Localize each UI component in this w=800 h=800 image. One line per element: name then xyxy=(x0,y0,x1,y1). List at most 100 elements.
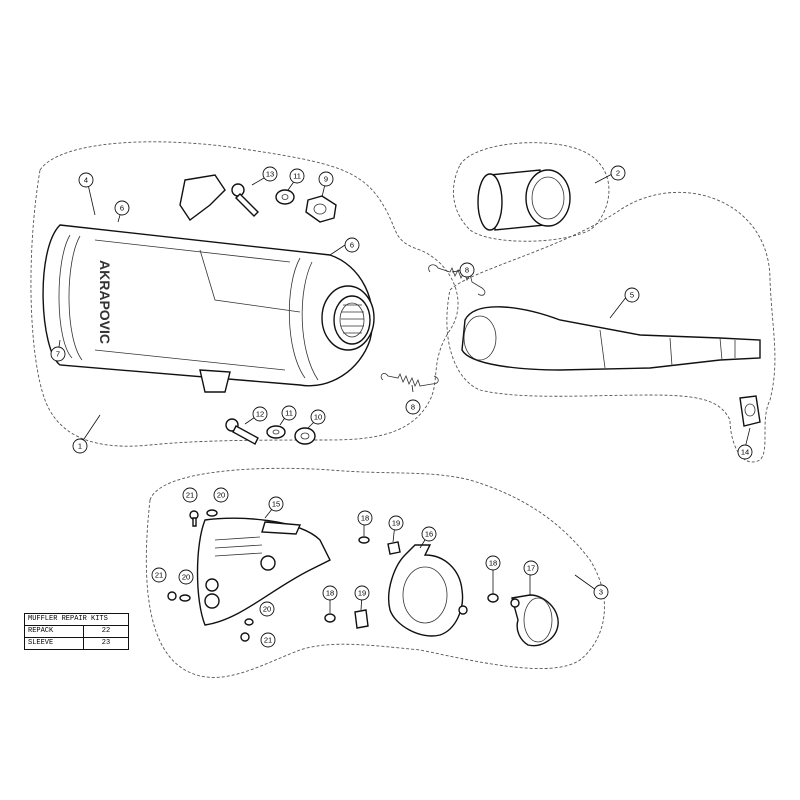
callout-3: 3 xyxy=(593,584,609,600)
callout-18-right: 18 xyxy=(485,555,501,571)
callout-5: 5 xyxy=(624,287,640,303)
callout-16: 16 xyxy=(421,526,437,542)
washer-11-lower xyxy=(266,425,286,439)
washer-20-left xyxy=(179,594,191,602)
washer-18-right xyxy=(487,593,499,603)
callout-15: 15 xyxy=(268,496,284,512)
callout-11-upper: 11 xyxy=(289,168,305,184)
muffler-body: AKRAPOVIC xyxy=(42,174,375,393)
callout-19-left: 19 xyxy=(354,585,370,601)
callout-6-left: 6 xyxy=(114,200,130,216)
clamp-17 xyxy=(510,594,559,647)
callout-2: 2 xyxy=(610,165,626,181)
callout-21-right: 21 xyxy=(260,632,276,648)
group-outline-muffler xyxy=(30,141,459,447)
callout-13: 13 xyxy=(262,166,278,182)
brand-logo: AKRAPOVIC xyxy=(97,260,113,344)
callout-6-right: 6 xyxy=(344,237,360,253)
washer-18-upper xyxy=(358,536,370,544)
callout-18-upper: 18 xyxy=(357,510,373,526)
callout-7: 7 xyxy=(50,346,66,362)
nut-19-upper xyxy=(387,541,401,555)
table-row: SLEEVE 23 xyxy=(24,637,129,650)
callout-9: 9 xyxy=(318,171,334,187)
kit-part-number: 23 xyxy=(83,637,129,650)
washer-20-upper xyxy=(206,509,218,517)
washer-11-upper xyxy=(275,189,295,205)
group-outline-heatshield xyxy=(145,467,605,678)
link-sleeve xyxy=(477,169,571,231)
svg-text:5: 5 xyxy=(630,291,634,300)
callout-14: 14 xyxy=(737,444,753,460)
bracket-16 xyxy=(388,544,468,637)
spring-lower xyxy=(380,373,439,387)
callouts: 4 6 6 7 1 2 5 8 8 13 11 9 12 11 10 14 21… xyxy=(50,165,753,648)
svg-text:17: 17 xyxy=(527,564,535,573)
svg-text:21: 21 xyxy=(155,571,163,580)
repair-kits-header-row: MUFFLER REPAIR KITS xyxy=(24,613,129,626)
callout-18-left: 18 xyxy=(322,585,338,601)
mid-pipe xyxy=(461,306,761,371)
screw-21-right xyxy=(240,632,250,642)
svg-text:11: 11 xyxy=(285,409,293,418)
group-outline-link xyxy=(453,142,610,242)
svg-text:15: 15 xyxy=(272,500,280,509)
nut-19-left xyxy=(354,609,369,629)
svg-text:18: 18 xyxy=(361,514,369,523)
callout-21-upper: 21 xyxy=(182,487,198,503)
repair-kits-table: MUFFLER REPAIR KITS REPACK 22 SLEEVE 23 xyxy=(24,613,129,650)
kit-name: SLEEVE xyxy=(24,637,84,650)
clamp-14 xyxy=(739,395,761,427)
svg-text:2: 2 xyxy=(616,169,620,178)
callout-8-lower: 8 xyxy=(405,399,421,415)
svg-text:20: 20 xyxy=(263,605,271,614)
svg-text:20: 20 xyxy=(217,491,225,500)
callout-12: 12 xyxy=(252,406,268,422)
svg-text:1: 1 xyxy=(78,442,82,451)
callout-19-upper: 19 xyxy=(388,515,404,531)
svg-text:6: 6 xyxy=(120,204,124,213)
callout-20-left: 20 xyxy=(178,569,194,585)
callout-20-upper: 20 xyxy=(213,487,229,503)
svg-text:8: 8 xyxy=(411,403,415,412)
nut-9 xyxy=(305,195,337,223)
kit-part-number: 22 xyxy=(83,625,129,638)
svg-text:20: 20 xyxy=(182,573,190,582)
spring-upper xyxy=(428,264,486,296)
callout-10: 10 xyxy=(310,409,326,425)
group-outline-midpipe xyxy=(446,191,776,463)
bolt-13 xyxy=(231,183,259,217)
callout-17: 17 xyxy=(523,560,539,576)
svg-text:13: 13 xyxy=(266,170,274,179)
callout-4: 4 xyxy=(78,172,94,188)
bolt-12 xyxy=(225,418,259,445)
svg-text:18: 18 xyxy=(326,589,334,598)
svg-text:10: 10 xyxy=(314,413,322,422)
callout-11-lower: 11 xyxy=(281,405,297,421)
washer-20-right xyxy=(244,618,254,626)
kit-name: REPACK xyxy=(24,625,84,638)
heat-shield-15 xyxy=(196,517,331,626)
washer-18-left xyxy=(324,613,336,623)
callout-21-left: 21 xyxy=(151,567,167,583)
callout-1: 1 xyxy=(72,438,88,454)
svg-text:4: 4 xyxy=(84,176,88,185)
svg-text:18: 18 xyxy=(489,559,497,568)
svg-text:11: 11 xyxy=(293,172,301,181)
svg-text:9: 9 xyxy=(324,175,328,184)
svg-text:12: 12 xyxy=(256,410,264,419)
svg-text:6: 6 xyxy=(350,241,354,250)
svg-text:21: 21 xyxy=(186,491,194,500)
svg-text:21: 21 xyxy=(264,636,272,645)
svg-text:3: 3 xyxy=(599,588,603,597)
svg-text:7: 7 xyxy=(56,350,60,359)
svg-text:19: 19 xyxy=(358,589,366,598)
svg-text:8: 8 xyxy=(465,266,469,275)
repair-kits-title: MUFFLER REPAIR KITS xyxy=(24,613,129,626)
svg-text:19: 19 xyxy=(392,519,400,528)
svg-text:16: 16 xyxy=(425,530,433,539)
svg-text:14: 14 xyxy=(741,448,749,457)
screw-21-left xyxy=(167,591,177,601)
callout-20-right: 20 xyxy=(259,601,275,617)
